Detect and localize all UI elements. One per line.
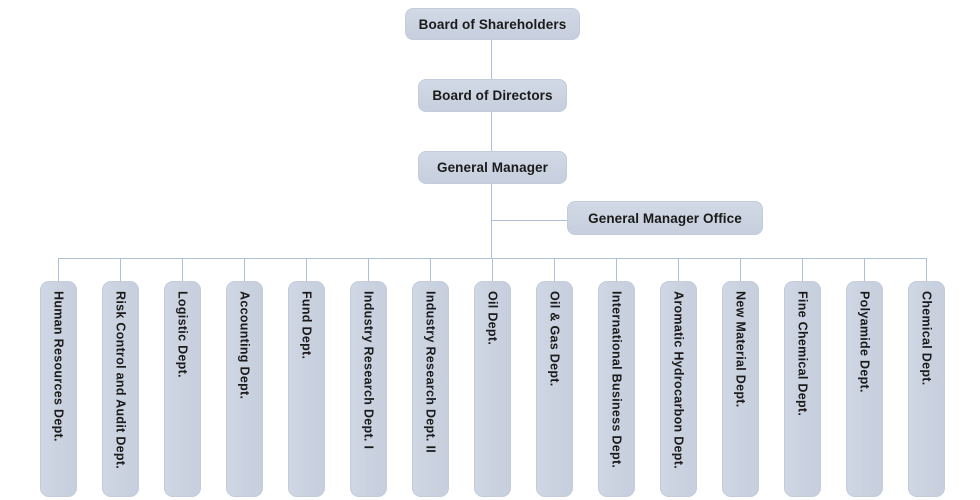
org-node-logistic-dept: Logistic Dept. [164, 259, 201, 497]
dept-label: Human Resources Dept. [51, 291, 66, 442]
org-node-international-business-dept: International Business Dept. [598, 259, 635, 497]
org-node-fine-chemical-dept: Fine Chemical Dept. [784, 259, 821, 497]
dept-label: Accounting Dept. [237, 291, 252, 400]
connector-drop [863, 259, 866, 281]
connector-directors-gm [491, 112, 493, 151]
dept-label: Fund Dept. [299, 291, 314, 360]
connector-drop [429, 259, 432, 281]
org-node-chemical-dept: Chemical Dept. [908, 259, 945, 497]
org-node-human-resources-dept: Human Resources Dept. [40, 259, 77, 497]
org-node-new-material-dept: New Material Dept. [722, 259, 759, 497]
connector-gm-bus [491, 184, 493, 258]
connector-drop [739, 259, 742, 281]
org-node-board-of-directors: Board of Directors [418, 79, 567, 112]
connector-drop [553, 259, 556, 281]
dept-label: Polyamide Dept. [857, 291, 872, 393]
connector-drop [491, 259, 494, 281]
org-node-oil-dept: Oil Dept. [474, 259, 511, 497]
connector-drop [181, 259, 184, 281]
connector-gm-office-branch [492, 220, 567, 222]
org-node-industry-research-dept-2: Industry Research Dept. II [412, 259, 449, 497]
org-node-oil-gas-dept: Oil & Gas Dept. [536, 259, 573, 497]
org-node-label: General Manager [436, 160, 549, 175]
org-node-fund-dept: Fund Dept. [288, 259, 325, 497]
dept-label: Industry Research Dept. I [361, 291, 376, 450]
connector-drop [615, 259, 618, 281]
dept-label: Chemical Dept. [919, 291, 934, 386]
dept-label: New Material Dept. [733, 291, 748, 408]
dept-label: Oil & Gas Dept. [547, 291, 562, 387]
dept-label: Oil Dept. [485, 291, 500, 346]
connector-drop [305, 259, 308, 281]
org-node-industry-research-dept-1: Industry Research Dept. I [350, 259, 387, 497]
org-node-label: Board of Shareholders [418, 16, 567, 32]
dept-label: Risk Control and Audit Dept. [113, 291, 128, 470]
connector-drop [57, 259, 60, 281]
dept-label: Logistic Dept. [175, 291, 190, 378]
connector-shareholders-directors [491, 40, 493, 79]
department-row: Human Resources Dept. Risk Control and A… [40, 259, 945, 497]
connector-drop [119, 259, 122, 281]
org-node-accounting-dept: Accounting Dept. [226, 259, 263, 497]
org-node-polyamide-dept: Polyamide Dept. [846, 259, 883, 497]
org-node-board-of-shareholders: Board of Shareholders [405, 8, 580, 40]
connector-drop [925, 259, 928, 281]
connector-department-bus [58, 258, 927, 260]
dept-label: Aromatic Hydrocarbon Dept. [671, 291, 686, 469]
org-node-risk-control-audit-dept: Risk Control and Audit Dept. [102, 259, 139, 497]
org-node-aromatic-hydrocarbon-dept: Aromatic Hydrocarbon Dept. [660, 259, 697, 497]
dept-label: Fine Chemical Dept. [795, 291, 810, 417]
dept-label: International Business Dept. [609, 291, 624, 469]
org-node-label: Board of Directors [432, 88, 553, 103]
connector-drop [243, 259, 246, 281]
org-node-general-manager-office: General Manager Office [567, 201, 763, 235]
org-node-label: General Manager Office [588, 210, 742, 226]
connector-drop [367, 259, 370, 281]
connector-drop [677, 259, 680, 281]
org-node-general-manager: General Manager [418, 151, 567, 184]
connector-drop [801, 259, 804, 281]
dept-label: Industry Research Dept. II [423, 291, 438, 454]
